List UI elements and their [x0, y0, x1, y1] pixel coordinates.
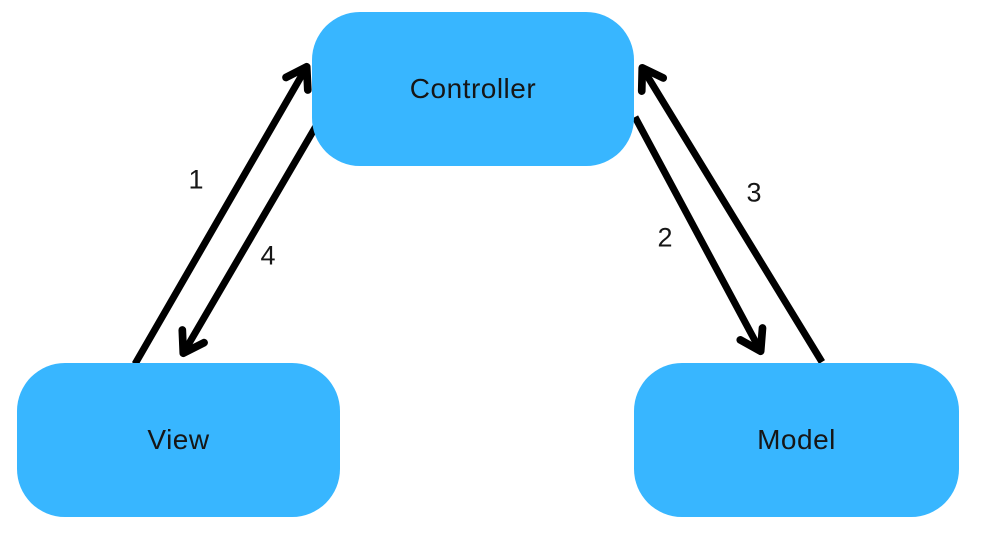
node-controller: Controller: [312, 12, 634, 166]
arrow-1-view-to-controller: [131, 62, 312, 366]
arrow-2-controller-to-model: [631, 115, 767, 356]
node-model: Model: [634, 363, 959, 517]
edge-label-3: 3: [746, 177, 762, 208]
arrow-3-model-to-controller: [637, 63, 825, 364]
node-view: View: [17, 363, 340, 517]
edge-label-2: 2: [657, 222, 673, 253]
node-controller-label: Controller: [409, 73, 537, 104]
edge-label-1: 1: [188, 164, 204, 195]
node-view-label: View: [147, 424, 210, 455]
arrow-4-controller-to-view: [178, 119, 323, 358]
edge-label-4: 4: [260, 240, 276, 271]
node-model-label: Model: [757, 424, 836, 455]
